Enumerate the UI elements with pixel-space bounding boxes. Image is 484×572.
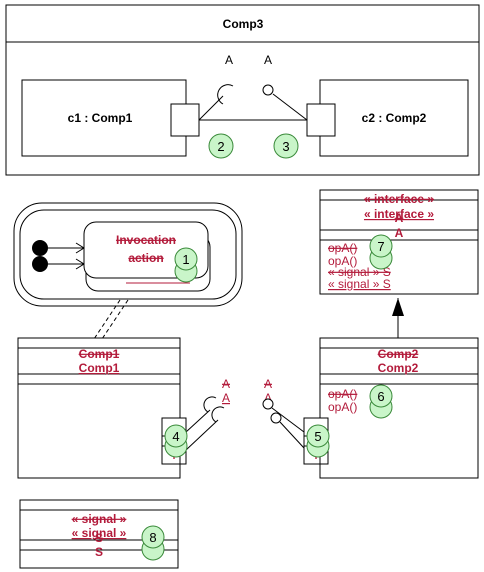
- realization-arrowhead: [392, 298, 404, 316]
- activity-region: Invocation action: [13, 202, 243, 307]
- svg-text:7: 7: [377, 239, 384, 254]
- signal-name-2: S: [95, 545, 103, 559]
- marker-1[interactable]: [174, 247, 198, 271]
- required-interface-label: A: [225, 53, 233, 67]
- svg-text:5: 5: [314, 429, 321, 444]
- class-comp1[interactable]: Comp1 Comp1: [17, 337, 181, 479]
- port-c2[interactable]: [306, 103, 336, 137]
- svg-text:1: 1: [182, 252, 189, 267]
- interface-op1: opA(): [328, 241, 357, 255]
- interface-op2: opA(): [328, 254, 357, 268]
- marker-4[interactable]: [164, 424, 188, 448]
- markers-layer: 1 2 3 4 5 6 7 8: [141, 133, 393, 561]
- initial-node: [32, 240, 48, 256]
- svg-text:2: 2: [217, 139, 224, 154]
- interface-signal-1: « signal » S: [328, 265, 391, 279]
- required-interface-socket: [217, 84, 234, 105]
- comp1-name: Comp1: [79, 347, 120, 361]
- composite-comp3: Comp3 c1 : Comp1 c2 : Comp2 A A: [5, 4, 480, 176]
- comp1-name-dup: Comp1: [79, 361, 120, 375]
- composite-title: Comp3: [223, 17, 264, 31]
- svg-text:4: 4: [172, 429, 179, 444]
- marker-3[interactable]: [273, 133, 299, 159]
- action-label-line1: Invocation: [116, 233, 176, 247]
- interface-stereotype-1: « interface »: [364, 192, 434, 206]
- interface-name-2: A: [395, 226, 404, 240]
- part-c2-label: c2 : Comp2: [362, 111, 427, 125]
- marker-8[interactable]: [141, 525, 165, 549]
- comp2-op2: opA(): [328, 400, 357, 414]
- action-label-line2: action: [128, 251, 163, 265]
- iface-label-right-2: A: [264, 391, 272, 405]
- iface-label-left-1: A: [222, 377, 230, 391]
- marker-7[interactable]: [369, 234, 393, 258]
- signal-stereotype-1: « signal »: [72, 512, 127, 526]
- part-c1-label: c1 : Comp1: [68, 111, 133, 125]
- svg-text:3: 3: [282, 139, 289, 154]
- svg-text:8: 8: [149, 530, 156, 545]
- marker-5[interactable]: [306, 424, 330, 448]
- part-c1[interactable]: [21, 79, 187, 157]
- class-comp2[interactable]: Comp2 Comp2 opA() opA(): [319, 337, 479, 479]
- iface-label-left-2: A: [222, 391, 230, 405]
- interface-name-1: A: [395, 211, 404, 225]
- part-c2[interactable]: [319, 79, 469, 157]
- marker-2[interactable]: [208, 133, 234, 159]
- comp2-op1: opA(): [328, 387, 357, 401]
- interface-signal-2: « signal » S: [328, 277, 391, 291]
- iface-label-right-1: A: [264, 377, 272, 391]
- provided-interface-lollipop: [262, 84, 274, 96]
- port-c1[interactable]: [170, 103, 200, 137]
- signal-name-1: S: [95, 531, 103, 545]
- initial-node: [32, 256, 48, 272]
- marker-6[interactable]: [369, 384, 393, 408]
- comp2-name: Comp2: [378, 347, 419, 361]
- provided-interface-label: A: [264, 53, 272, 67]
- signal-stereotype-2: « signal »: [72, 526, 127, 540]
- comp2-name-dup: Comp2: [378, 361, 419, 375]
- svg-text:6: 6: [377, 389, 384, 404]
- interface-a[interactable]: « interface » « interface » A A opA() op…: [319, 189, 479, 295]
- interface-stereotype-2: « interface »: [364, 207, 434, 221]
